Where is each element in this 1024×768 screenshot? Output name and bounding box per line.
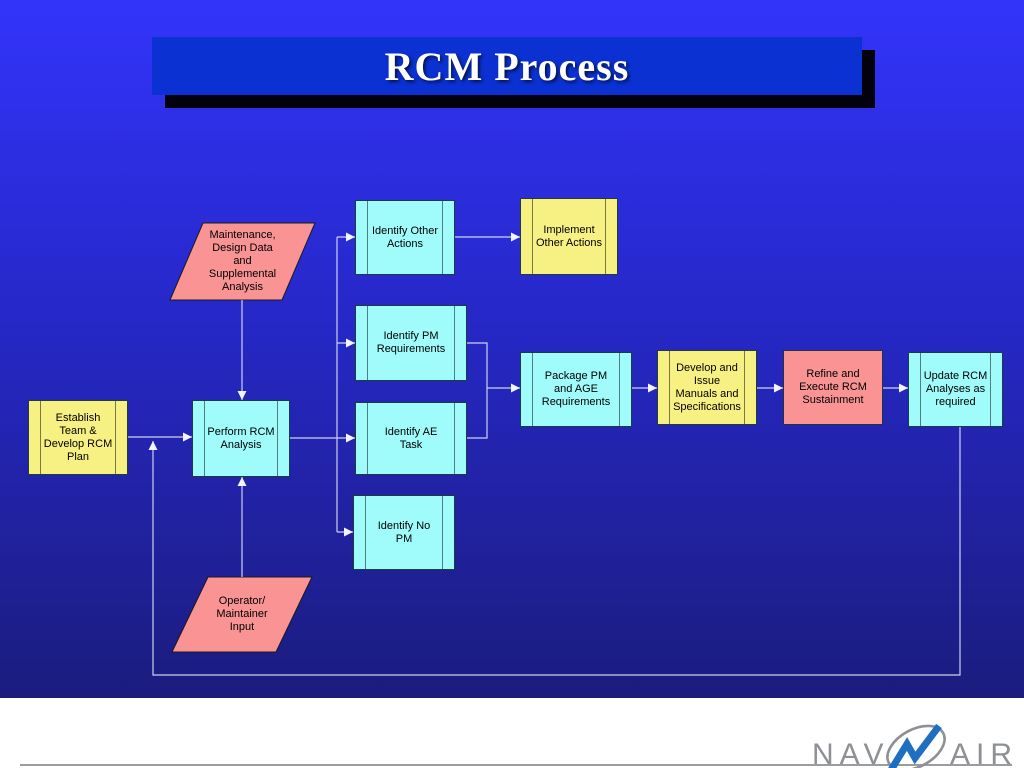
flow-node-implement-other-actions: Implement Other Actions [520, 198, 618, 275]
slide-title: RCM Process [384, 43, 630, 89]
flow-node-identify-ae-task: Identify AE Task [355, 402, 467, 475]
flow-node-label: Identify PM Requirements [376, 330, 446, 355]
flow-node-update-rcm-analyses: Update RCM Analyses as required [908, 352, 1003, 427]
slide-title-bar: RCM Process [152, 37, 862, 95]
flow-node-label: Package PM and AGE Requirements [541, 370, 611, 408]
flow-node-perform-rcm-analysis: Perform RCM Analysis [192, 400, 290, 477]
navair-logo-text-right: AIR [950, 738, 1018, 768]
slide-footer: NAV AIR [0, 698, 1024, 768]
flow-node-label: Update RCM Analyses as required [923, 370, 988, 408]
flow-node-identify-pm-requirements: Identify PM Requirements [355, 305, 467, 381]
navair-logo-text-left: NAV [812, 738, 889, 768]
flow-node-label: Implement Other Actions [535, 223, 603, 249]
navair-logo: NAV AIR [812, 723, 1018, 768]
flow-node-label: Identify No PM [377, 519, 431, 545]
flow-node-label: Establish Team & Develop RCM Plan [43, 411, 113, 463]
flow-node-maintenance-design-data: Maintenance, Design Data and Supplementa… [170, 223, 315, 300]
flow-node-label: Perform RCM Analysis [207, 425, 275, 451]
navair-logo-bolt-icon [888, 723, 942, 768]
flow-node-package-pm-age: Package PM and AGE Requirements [520, 352, 632, 427]
flow-node-label: Maintenance, Design Data and Supplementa… [208, 229, 277, 293]
flow-node-establish-team: Establish Team & Develop RCM Plan [28, 400, 128, 475]
footer-rule [20, 764, 1012, 766]
flow-node-identify-no-pm: Identify No PM [353, 495, 455, 570]
flow-node-label: Identify AE Task [384, 425, 438, 451]
flow-node-operator-maintainer-input: Operator/ Maintainer Input [172, 577, 312, 652]
flow-node-label: Refine and Execute RCM Sustainment [799, 368, 867, 406]
flow-node-label: Operator/ Maintainer Input [216, 595, 268, 633]
navair-logo-ellipse-icon [886, 724, 946, 768]
flow-node-label: Develop and Issue Manuals and Specificat… [673, 361, 741, 413]
flow-node-refine-execute-sustainment: Refine and Execute RCM Sustainment [783, 350, 883, 425]
flow-node-develop-issue-manuals: Develop and Issue Manuals and Specificat… [657, 350, 757, 425]
flow-node-identify-other-actions: Identify Other Actions [355, 200, 455, 275]
flow-node-label: Identify Other Actions [371, 224, 439, 250]
